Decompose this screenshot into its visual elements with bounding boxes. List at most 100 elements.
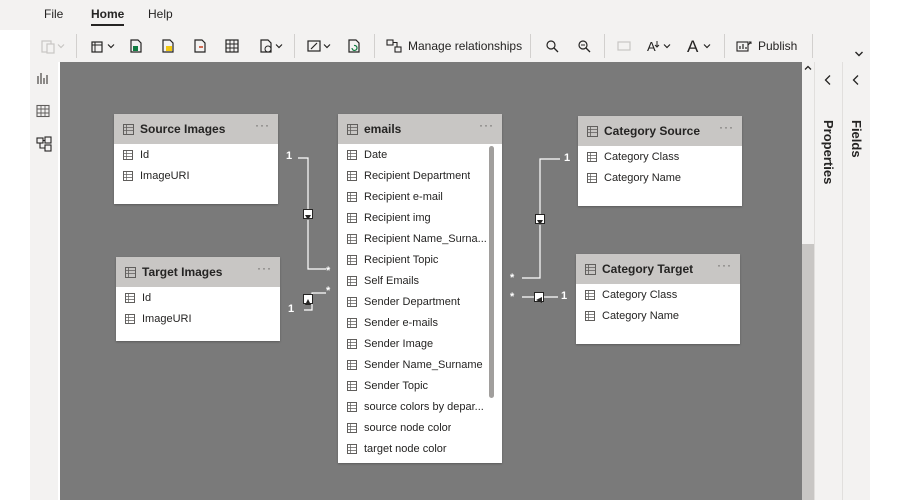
filter-direction-down-icon[interactable] bbox=[535, 214, 545, 225]
field-name: Id bbox=[142, 291, 152, 304]
model-view-button[interactable] bbox=[36, 136, 52, 155]
field-row[interactable]: Sender e-mails bbox=[338, 312, 486, 333]
properties-pane[interactable]: Properties bbox=[814, 62, 842, 500]
cardinality-one: 1 bbox=[288, 303, 295, 315]
more-options-icon[interactable]: ··· bbox=[255, 118, 270, 132]
new-column-icon bbox=[617, 41, 631, 51]
field-row[interactable]: Date bbox=[338, 144, 486, 165]
table-header[interactable]: emails ··· bbox=[338, 114, 502, 144]
report-view-button[interactable] bbox=[36, 71, 50, 88]
field-row[interactable]: Recipient Department bbox=[338, 165, 486, 186]
refresh-button[interactable] bbox=[346, 34, 362, 58]
publish-button[interactable]: Publish bbox=[736, 34, 797, 58]
field-name: ImageURI bbox=[140, 169, 190, 182]
paste-icon bbox=[41, 40, 55, 54]
chevron-down-icon bbox=[275, 44, 283, 49]
chevron-down-icon bbox=[663, 44, 671, 49]
field-name: Category Name bbox=[604, 171, 682, 184]
more-options-icon[interactable]: ··· bbox=[479, 118, 494, 132]
scrollbar-thumb[interactable] bbox=[802, 244, 814, 500]
table-scrollbar[interactable] bbox=[489, 146, 494, 398]
fields-pane[interactable]: Fields bbox=[842, 62, 870, 500]
field-row[interactable]: Id bbox=[114, 144, 278, 165]
more-options-icon[interactable]: ··· bbox=[257, 261, 272, 275]
field-row[interactable]: Sender Department bbox=[338, 291, 486, 312]
chevron-left-icon[interactable] bbox=[823, 74, 833, 86]
svg-text:A: A bbox=[687, 38, 699, 54]
menu-file[interactable]: File bbox=[44, 7, 64, 21]
table-header[interactable]: Target Images ··· bbox=[116, 257, 280, 287]
field-row[interactable]: ImageURI bbox=[114, 165, 278, 186]
field-row[interactable]: Recipient e-mail bbox=[338, 186, 486, 207]
field-row[interactable]: target node color bbox=[338, 438, 486, 459]
new-column-button[interactable] bbox=[616, 34, 632, 58]
field-row[interactable]: Category Class bbox=[578, 146, 742, 167]
table-name: emails bbox=[364, 122, 402, 136]
field-row[interactable]: Sender Topic bbox=[338, 375, 486, 396]
field-row[interactable]: Id bbox=[116, 287, 280, 308]
field-icon bbox=[347, 275, 357, 286]
filter-direction-left-icon[interactable] bbox=[534, 292, 544, 303]
cardinality-many: * bbox=[510, 291, 515, 303]
more-options-icon[interactable]: ··· bbox=[717, 258, 732, 272]
model-canvas[interactable]: 1 * 1 * 1 * 1 * Source Images ··· Id Ima… bbox=[60, 62, 802, 500]
table-card-target-images[interactable]: Target Images ··· Id ImageURI bbox=[116, 257, 280, 341]
field-row[interactable]: Recipient img bbox=[338, 207, 486, 228]
table-card-category-target[interactable]: Category Target ··· Category Class Categ… bbox=[576, 254, 740, 344]
toolbar-separator bbox=[530, 34, 531, 58]
table-card-emails[interactable]: emails ··· Date Recipient Department Rec… bbox=[338, 114, 502, 463]
field-row[interactable]: Sender Name_Surname bbox=[338, 354, 486, 375]
table-header[interactable]: Category Target ··· bbox=[576, 254, 740, 284]
manage-relationships-icon bbox=[386, 39, 402, 53]
data-view-button[interactable] bbox=[36, 104, 50, 121]
filter-direction-up-icon[interactable] bbox=[303, 294, 313, 305]
field-icon bbox=[585, 310, 595, 321]
field-icon bbox=[347, 380, 357, 391]
table-card-category-source[interactable]: Category Source ··· Category Class Categ… bbox=[578, 116, 742, 206]
paste-button[interactable] bbox=[40, 34, 65, 58]
get-data-button[interactable] bbox=[90, 34, 115, 58]
field-row[interactable]: Category Name bbox=[578, 167, 742, 188]
table-header[interactable]: Category Source ··· bbox=[578, 116, 742, 146]
sensitivity-button[interactable]: A bbox=[646, 34, 671, 58]
field-icon bbox=[125, 292, 135, 303]
field-name: Self Emails bbox=[364, 274, 420, 287]
quick-measure-button[interactable] bbox=[576, 34, 592, 58]
filter-direction-down-icon[interactable] bbox=[303, 209, 313, 220]
menu-help[interactable]: Help bbox=[148, 7, 173, 21]
table-card-source-images[interactable]: Source Images ··· Id ImageURI bbox=[114, 114, 278, 204]
font-size-button[interactable]: A bbox=[686, 34, 711, 58]
new-measure-button[interactable] bbox=[544, 34, 560, 58]
collapse-ribbon-button[interactable] bbox=[854, 48, 864, 62]
field-row[interactable]: ImageURI bbox=[116, 308, 280, 329]
chevron-left-icon[interactable] bbox=[851, 74, 861, 86]
chevron-up-icon[interactable] bbox=[804, 64, 812, 72]
table-header[interactable]: Source Images ··· bbox=[114, 114, 278, 144]
font-size-icon: A bbox=[687, 38, 699, 54]
data-hub-button[interactable] bbox=[160, 34, 176, 58]
field-row[interactable]: Sender Image bbox=[338, 333, 486, 354]
more-options-icon[interactable]: ··· bbox=[719, 120, 734, 134]
table-icon bbox=[585, 263, 596, 275]
window-margin bbox=[870, 0, 900, 500]
field-icon bbox=[585, 289, 595, 300]
manage-relationships-button[interactable]: Manage relationships bbox=[386, 34, 522, 58]
excel-button[interactable] bbox=[128, 34, 144, 58]
enter-data-button[interactable] bbox=[224, 34, 240, 58]
field-row[interactable]: Self Emails bbox=[338, 270, 486, 291]
field-row[interactable]: source colors by depar... bbox=[338, 396, 486, 417]
field-row[interactable]: Recipient Topic bbox=[338, 249, 486, 270]
field-row[interactable]: Recipient Name_Surna... bbox=[338, 228, 486, 249]
report-view-icon bbox=[37, 73, 48, 84]
transform-data-button[interactable] bbox=[306, 34, 331, 58]
recent-sources-button[interactable] bbox=[258, 34, 283, 58]
field-row[interactable]: Category Name bbox=[576, 305, 740, 326]
canvas-vertical-scrollbar[interactable] bbox=[802, 62, 814, 500]
field-name: Date bbox=[364, 148, 388, 161]
menu-home[interactable]: Home bbox=[91, 7, 125, 26]
field-row[interactable]: source node color bbox=[338, 417, 486, 438]
sql-server-button[interactable] bbox=[192, 34, 208, 58]
field-name: Recipient Topic bbox=[364, 253, 439, 266]
field-row[interactable]: Category Class bbox=[576, 284, 740, 305]
field-icon bbox=[123, 170, 133, 181]
